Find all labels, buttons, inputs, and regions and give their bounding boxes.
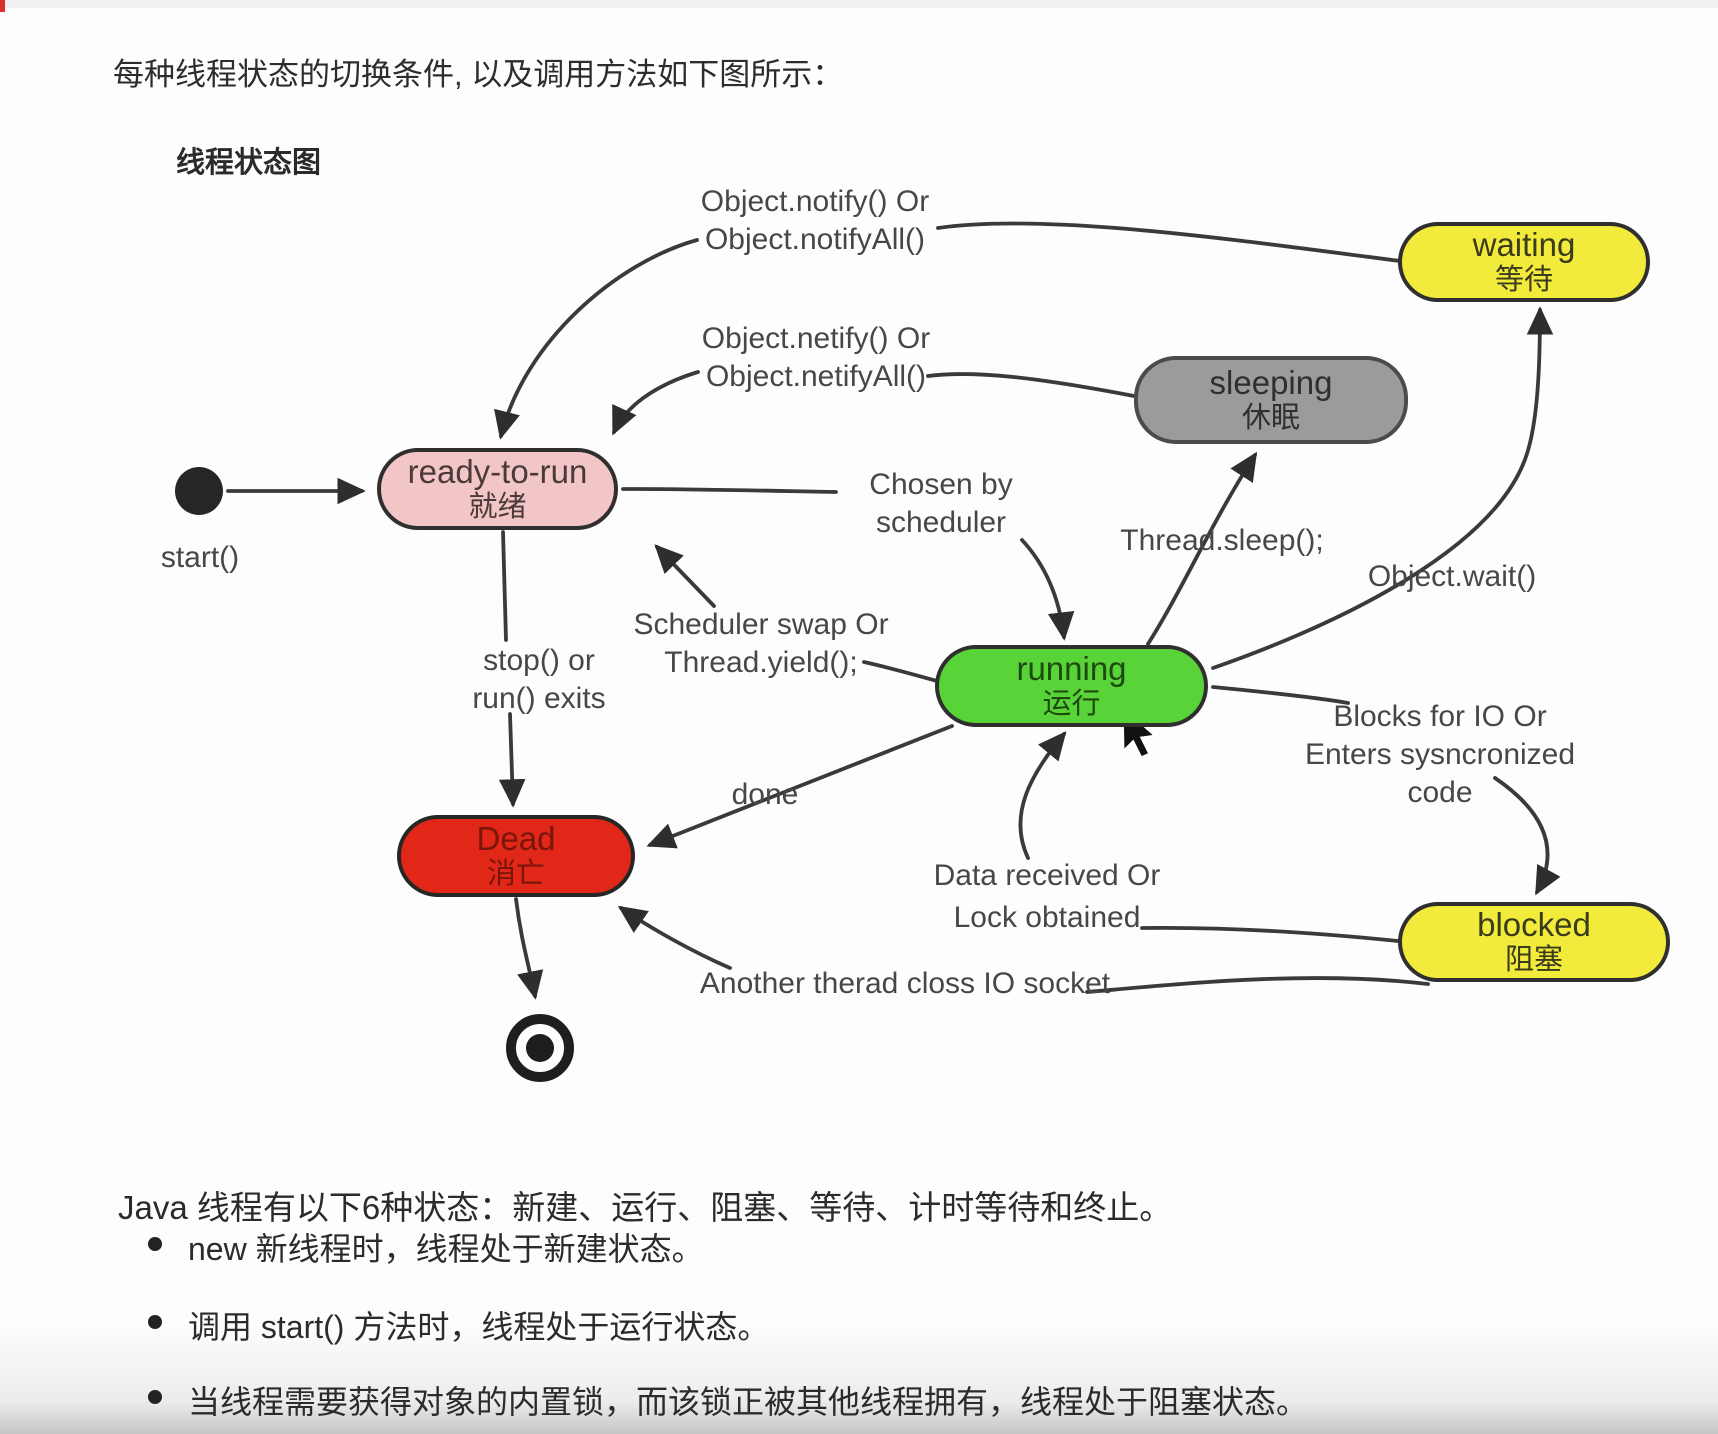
edge-running-to-blocked-a xyxy=(1211,685,1350,705)
bullet-text: 调用 start() 方法时，线程处于运行状态。 xyxy=(188,1309,770,1345)
state-sublabel: 等待 xyxy=(1494,264,1553,297)
edge-sleeping-to-ready-b xyxy=(612,370,700,436)
state-label: Dead xyxy=(476,820,556,858)
edge-label-start: start() xyxy=(160,541,240,574)
edge-swap-arrow xyxy=(654,544,716,608)
state-label: running xyxy=(1016,650,1127,688)
edge-label-object-wait: Object.wait() xyxy=(1367,560,1537,593)
edge-ready-to-dead-a xyxy=(501,530,508,642)
edge-label-stop-run-exits: stop() or run() exits xyxy=(472,644,606,716)
intro-text: 每种线程状态的切换条件, 以及调用方法如下图所示： xyxy=(113,57,844,92)
state-label: waiting xyxy=(1472,226,1576,264)
edge-running-to-dead-done xyxy=(646,724,954,849)
edge-running-to-waiting xyxy=(1211,306,1554,670)
bullet-dot-icon xyxy=(148,1315,162,1329)
edge-label-done: done xyxy=(731,778,799,811)
edge-ready-to-running-b xyxy=(1020,538,1075,641)
edge-label-scheduler-swap: Scheduler swap Or Thread.yield(); xyxy=(633,608,889,680)
state-node-dead: Dead 消亡 xyxy=(397,815,635,897)
summary-text: Java 线程有以下6种状态：新建、运行、阻塞、等待、计时等待和终止。 xyxy=(118,1189,1173,1226)
edge-label-object-notify: Object.notify() Or Object.notifyAll() xyxy=(700,185,930,257)
bullet-dot-icon xyxy=(148,1237,162,1251)
end-state-inner-dot xyxy=(526,1034,554,1062)
bullet-item: new 新线程时，线程处于新建状态。 xyxy=(148,1224,704,1270)
state-sublabel: 运行 xyxy=(1042,688,1101,721)
edge-label-object-netify: Object.netify() Or Object.netifyAll() xyxy=(701,322,931,394)
edge-label-data-received: Data received Or Lock obtained xyxy=(933,859,1161,934)
state-label: blocked xyxy=(1477,906,1591,944)
state-sublabel: 休眠 xyxy=(1241,402,1300,435)
state-node-sleeping: sleeping 休眠 xyxy=(1134,356,1408,444)
state-sublabel: 阻塞 xyxy=(1504,944,1563,977)
state-node-running: running 运行 xyxy=(935,645,1208,727)
edge-running-to-ready-swap xyxy=(862,660,939,683)
edge-sleeping-to-ready-a xyxy=(926,372,1136,398)
end-state-outer-ring xyxy=(506,1014,574,1082)
state-node-blocked: blocked 阻塞 xyxy=(1398,902,1670,982)
state-sublabel: 就绪 xyxy=(468,491,527,524)
state-node-ready-to-run: ready-to-run 就绪 xyxy=(377,448,618,530)
edge-running-to-sleeping xyxy=(1146,451,1258,646)
edge-running-to-blocked-b xyxy=(1493,776,1561,896)
edge-ready-to-running-a xyxy=(621,487,838,494)
diagram-title: 线程状态图 xyxy=(176,147,322,179)
bullet-dot-icon xyxy=(148,1390,162,1404)
edge-label-another-thread: Another therad closs IO socket xyxy=(699,967,1111,1000)
edge-dead-to-end xyxy=(514,897,544,1000)
edge-blocked-to-running-a xyxy=(1140,925,1400,943)
edge-label-blocks-for-io: Blocks for IO Or Enters sysncronized cod… xyxy=(1304,700,1576,810)
edge-label-thread-sleep: Thread.sleep(); xyxy=(1120,524,1324,557)
edge-waiting-to-ready-b xyxy=(494,238,699,440)
bullet-item: 当线程需要获得对象的内置锁，而该锁正被其他线程拥有，线程处于阻塞状态。 xyxy=(148,1377,1308,1423)
bullet-item: 调用 start() 方法时，线程处于运行状态。 xyxy=(148,1302,769,1348)
state-label: sleeping xyxy=(1209,364,1333,402)
edge-blocked-to-dead-b xyxy=(617,905,732,970)
state-label: ready-to-run xyxy=(407,453,588,491)
edge-blocked-to-dead-a xyxy=(1085,976,1430,994)
bullet-text: new 新线程时，线程处于新建状态。 xyxy=(188,1231,704,1267)
top-gray-strip xyxy=(0,0,1718,8)
edge-ready-to-dead-b xyxy=(498,712,526,808)
edge-waiting-to-ready-a xyxy=(936,221,1410,264)
red-corner-mark xyxy=(0,0,5,12)
edge-label-chosen-by-scheduler: Chosen by scheduler xyxy=(869,468,1013,540)
edge-blocked-to-running-b xyxy=(1018,731,1067,860)
bullet-text: 当线程需要获得对象的内置锁，而该锁正被其他线程拥有，线程处于阻塞状态。 xyxy=(188,1384,1309,1420)
bottom-gradient-band xyxy=(0,1324,1718,1434)
state-node-waiting: waiting 等待 xyxy=(1398,222,1650,302)
start-dot xyxy=(175,467,223,515)
state-sublabel: 消亡 xyxy=(486,858,545,891)
